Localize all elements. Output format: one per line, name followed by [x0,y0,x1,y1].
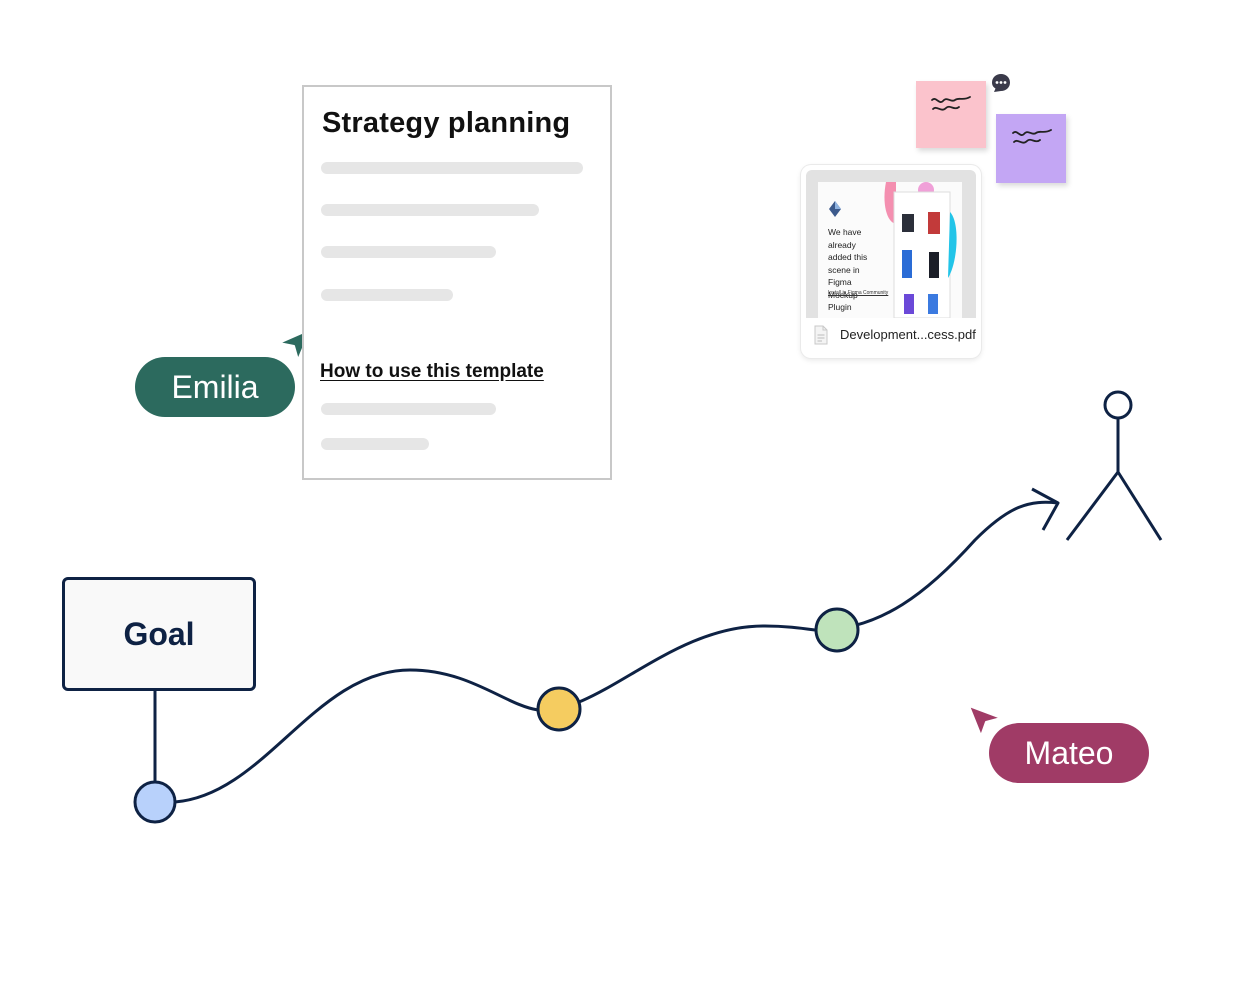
arrow-head [1031,487,1060,531]
placeholder-line [321,289,453,301]
placeholder-line [321,204,539,216]
scribble-icon [1012,129,1052,144]
placeholder-line [321,438,429,450]
thumbnail-page: We have already added this scene in Figm… [818,182,962,318]
file-name: Development...cess.pdf [840,327,976,342]
scribble-icon [931,96,971,111]
chat-bubble-icon[interactable] [991,73,1011,93]
sticky-note-pink[interactable] [916,81,986,148]
placeholder-line [321,246,496,258]
thumbnail-text: We have already added this scene in Figm… [828,227,868,312]
file-preview-card[interactable]: We have already added this scene in Figm… [801,165,981,358]
stick-figure-icon [1065,390,1163,541]
document-title: Strategy planning [322,107,571,139]
arrow-cursor-icon [968,705,1002,737]
strategy-document-card[interactable]: Strategy planning How to use this templa… [302,85,612,480]
path-node-start[interactable] [133,780,177,824]
figma-plugin-icon [829,201,841,217]
cursor-label-emilia: Emilia [135,357,295,417]
placeholder-line [321,403,496,415]
thumbnail-phone-grid [884,182,957,318]
placeholder-line [321,162,583,174]
sticky-note-purple[interactable] [996,114,1066,183]
goal-box[interactable]: Goal [62,577,256,691]
file-icon [814,325,828,345]
thumbnail-link: Install in Figma Community [828,290,889,296]
file-thumbnail: We have already added this scene in Figm… [806,170,976,318]
cursor-label-mateo: Mateo [989,723,1149,783]
template-help-link[interactable]: How to use this template [320,361,544,382]
goal-label: Goal [123,615,195,652]
journey-curve [174,500,1059,804]
path-node-middle[interactable] [536,686,582,732]
path-node-end[interactable] [814,607,860,653]
